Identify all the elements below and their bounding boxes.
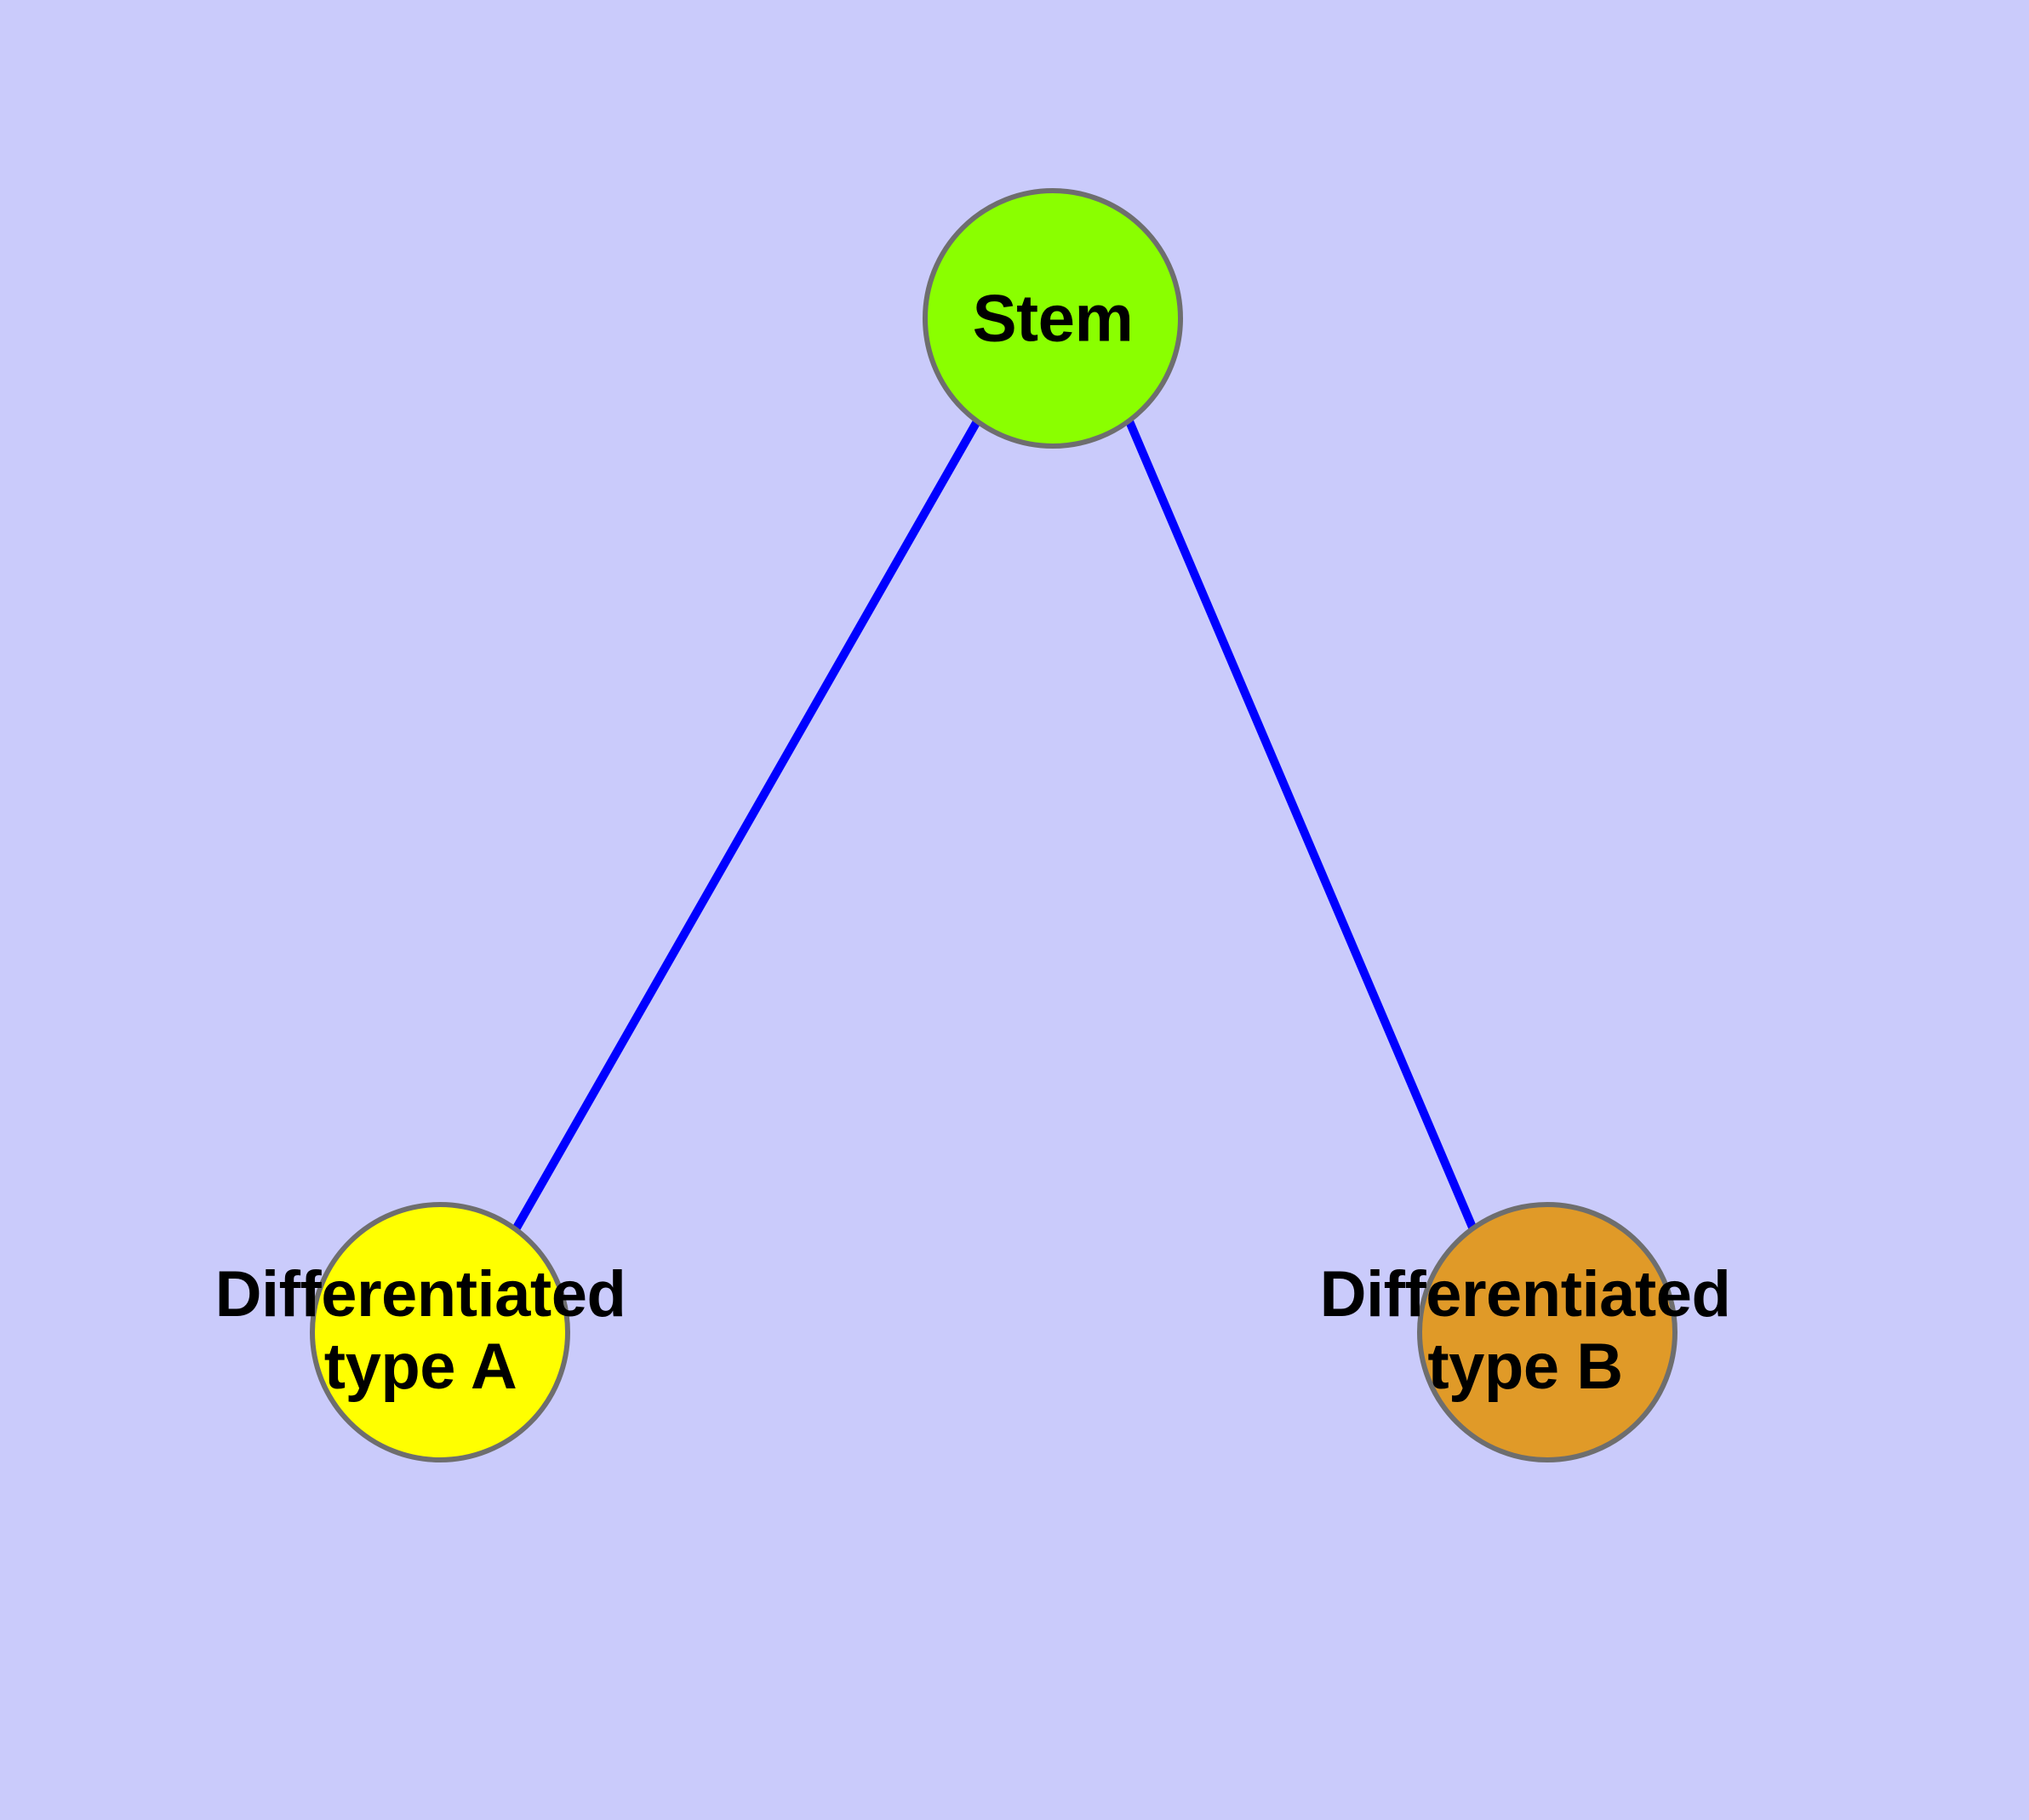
graph-edge-stem-to-diff-b[interactable] [1125,420,1477,1231]
nodes-layer [310,188,1677,1462]
edges-layer [512,419,1477,1232]
graph-node-diff_b[interactable] [1417,1202,1677,1462]
graph-node-diff_a[interactable] [310,1202,570,1462]
graph-edge-stem-to-diff-a[interactable] [512,419,981,1232]
graph-node-stem[interactable] [923,188,1183,449]
